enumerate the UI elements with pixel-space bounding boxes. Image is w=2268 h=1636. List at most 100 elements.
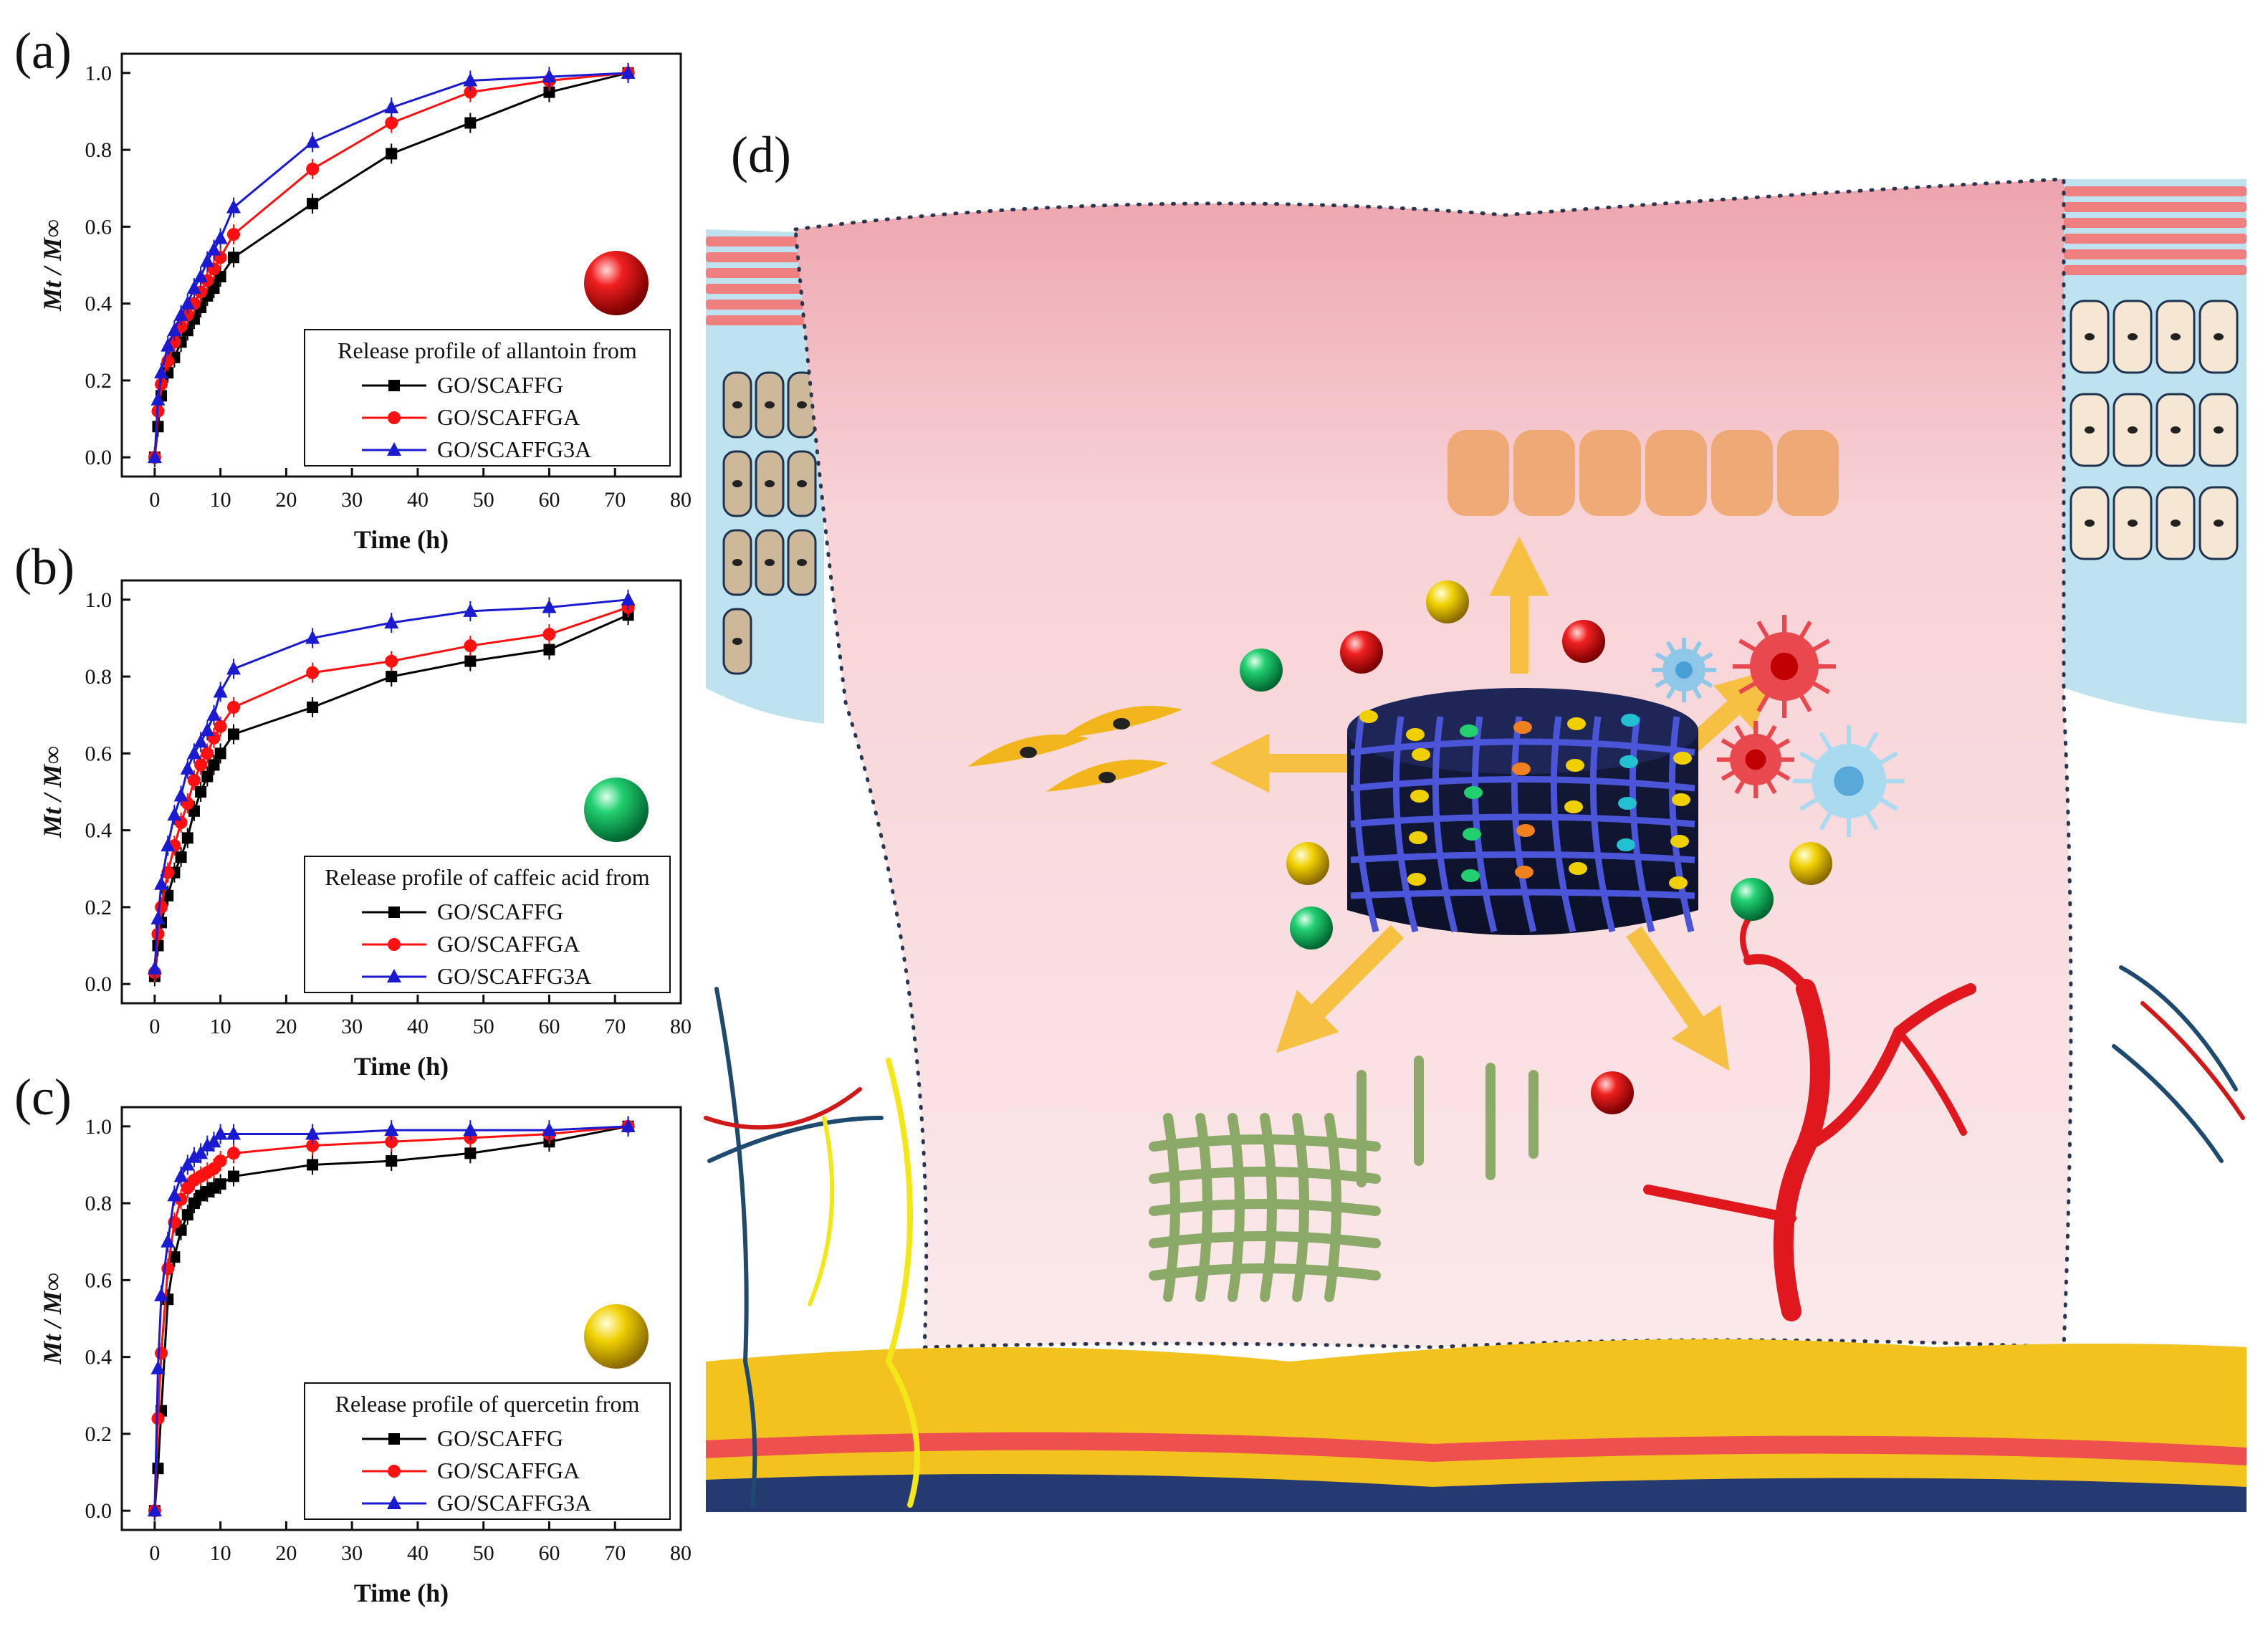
- y-tick-label: 0.4: [85, 819, 113, 843]
- y-tick-label: 0.6: [85, 215, 113, 239]
- right-epidermis-layer: [2064, 186, 2247, 196]
- data-point: [464, 1147, 477, 1159]
- right-skin-tissue: [2064, 179, 2247, 724]
- legend-marker: [388, 411, 401, 424]
- data-point: [180, 295, 195, 310]
- data-point: [181, 1209, 193, 1221]
- drug-bead: [1286, 842, 1329, 885]
- x-tick-label: 60: [538, 488, 560, 512]
- y-tick-label: 0.4: [85, 1346, 113, 1369]
- series-GO/SCAFFGA: [148, 62, 635, 468]
- data-point: [384, 100, 399, 114]
- x-tick-label: 30: [341, 1541, 363, 1565]
- arrow-ecm: [1276, 924, 1405, 1053]
- x-tick-label: 40: [407, 1015, 429, 1038]
- legend-entry: GO/SCAFFG3A: [437, 436, 591, 462]
- cell-nucleus: [1020, 747, 1037, 758]
- y-tick-label: 0.8: [85, 665, 113, 689]
- data-point: [384, 1122, 399, 1137]
- vessel-blue: [714, 987, 757, 1507]
- collagen-fiber: [1149, 1263, 1381, 1281]
- y-tick-label: 1.0: [85, 1115, 113, 1139]
- data-point: [228, 1170, 239, 1182]
- cell-nucleus: [797, 480, 807, 487]
- scaffold-particle: [1359, 710, 1378, 723]
- scaffold-particle: [1672, 793, 1690, 806]
- data-point: [152, 1463, 164, 1475]
- scaffold-particle: [1567, 717, 1586, 730]
- data-point: [193, 269, 209, 283]
- angiogenesis-vessel: [1643, 907, 1976, 1321]
- x-tick-label: 20: [275, 488, 297, 512]
- y-tick-label: 0.0: [85, 972, 113, 996]
- drug-bead: [1562, 620, 1605, 663]
- legend: Release profile of caffeic acid fromGO/S…: [304, 856, 671, 993]
- data-point: [386, 1155, 398, 1167]
- mesh-strand: [1350, 738, 1695, 756]
- scaffold-particle: [1673, 752, 1692, 765]
- y-tick-label: 0.4: [85, 292, 113, 316]
- data-point: [464, 117, 477, 129]
- cell-nucleus: [2128, 520, 2138, 527]
- scaffold-particle: [1617, 838, 1635, 851]
- scaffold-particle: [1515, 866, 1533, 879]
- legend-box: [304, 856, 671, 993]
- scaffold-particle: [1618, 797, 1637, 810]
- data-point: [305, 1126, 320, 1140]
- data-point: [226, 1126, 241, 1140]
- data-point: [173, 307, 188, 321]
- collagen-fiber: [1357, 1056, 1539, 1187]
- data-point: [463, 1122, 478, 1137]
- subcutaneous-layers: [706, 1339, 2247, 1512]
- x-tick-label: 80: [670, 1541, 692, 1565]
- collagen-fiber: [1149, 1167, 1381, 1184]
- legend-entry: GO/SCAFFGA: [437, 931, 580, 957]
- mesh-strand: [1350, 889, 1695, 899]
- epithelial-cell: [1645, 430, 1707, 516]
- x-tick-label: 70: [604, 1015, 626, 1038]
- y-tick-label: 0.0: [85, 446, 113, 469]
- diagram-panel: [704, 177, 2247, 1512]
- scaffold-particle: [1569, 862, 1587, 875]
- data-point: [154, 365, 169, 379]
- x-tick-label: 10: [210, 1015, 231, 1038]
- legend-marker: [388, 938, 401, 951]
- data-point: [186, 745, 201, 760]
- data-point: [173, 1168, 188, 1182]
- scaffold-particle: [1513, 721, 1532, 734]
- legend-box: [304, 329, 671, 467]
- vessel-branch: [1895, 1028, 1967, 1136]
- drug-bead: [1290, 907, 1333, 949]
- legend-entry: GO/SCAFFG: [437, 1425, 563, 1451]
- scaffold-particle: [1406, 728, 1425, 741]
- fibroblast-cells: [967, 706, 1182, 792]
- legend-marker: [388, 380, 400, 391]
- data-point: [542, 1122, 557, 1137]
- legend-title: Release profile of caffeic acid from: [325, 864, 650, 890]
- data-point: [385, 654, 398, 668]
- panel-label: (c): [14, 1068, 72, 1126]
- drug-ball-icon: [584, 251, 649, 315]
- scaffold-particle: [1564, 800, 1583, 813]
- scaffold-particle: [1516, 824, 1535, 837]
- cell-nucleus: [2214, 426, 2224, 434]
- data-point: [307, 702, 319, 713]
- data-point: [200, 722, 215, 737]
- x-tick-label: 70: [604, 488, 626, 512]
- x-tick-label: 80: [670, 488, 692, 512]
- fat-layer: [706, 1339, 2247, 1512]
- data-point: [173, 788, 188, 802]
- nerve-yellow: [808, 1116, 835, 1306]
- legend-marker: [388, 1433, 400, 1445]
- cell-nucleus: [2214, 520, 2224, 527]
- x-tick-label: 0: [149, 1015, 160, 1038]
- immune-nucleus: [1770, 652, 1799, 681]
- data-point: [181, 832, 193, 844]
- scaffold-particle: [1669, 876, 1688, 889]
- vessel-branch: [1643, 1185, 1796, 1223]
- cell-nucleus: [765, 401, 775, 408]
- immune-cells: [1652, 615, 1905, 837]
- data-point: [542, 628, 556, 641]
- cell-nucleus: [2171, 426, 2181, 434]
- cell-nucleus: [2085, 520, 2095, 527]
